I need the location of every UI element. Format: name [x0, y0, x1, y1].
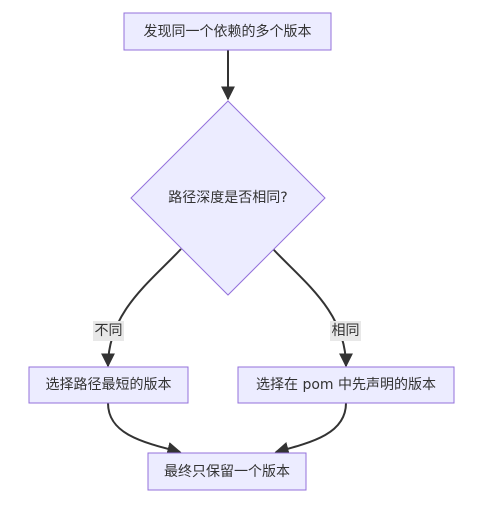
- node-end-box: [147, 452, 307, 491]
- node-left-action-label: 选择路径最短的版本: [46, 377, 172, 393]
- node-right-action-label: 选择在 pom 中先声明的版本: [256, 377, 436, 393]
- edge-left-to-end: [107, 402, 182, 456]
- node-end: 最终只保留一个版本: [147, 452, 307, 491]
- edge-decision-to-left: [101, 248, 182, 368]
- node-right-action: 选择在 pom 中先声明的版本: [237, 366, 455, 404]
- node-left-action: 选择路径最短的版本: [28, 366, 189, 404]
- node-decision: 路径深度是否相同?: [130, 100, 326, 296]
- edge-label-same: 相同: [330, 321, 361, 341]
- edge-label-different: 不同: [93, 321, 124, 341]
- edge-label-same-text: 相同: [332, 323, 360, 339]
- edge-decision-to-right: [272, 248, 353, 368]
- node-start: 发现同一个依赖的多个版本: [123, 12, 332, 51]
- node-decision-label: 路径深度是否相同?: [168, 190, 287, 206]
- node-decision-diamond: [130, 100, 326, 296]
- node-right-action-box: [237, 366, 455, 404]
- node-start-label: 发现同一个依赖的多个版本: [144, 23, 312, 40]
- edges: [101, 50, 353, 456]
- node-end-label: 最终只保留一个版本: [164, 464, 290, 480]
- node-left-action-box: [28, 366, 189, 404]
- node-start-box: [123, 12, 332, 51]
- edge-label-different-text: 不同: [95, 323, 123, 339]
- edge-label-different-bg: [93, 321, 124, 341]
- edge-label-same-bg: [330, 321, 361, 341]
- edge-right-to-end: [274, 402, 347, 456]
